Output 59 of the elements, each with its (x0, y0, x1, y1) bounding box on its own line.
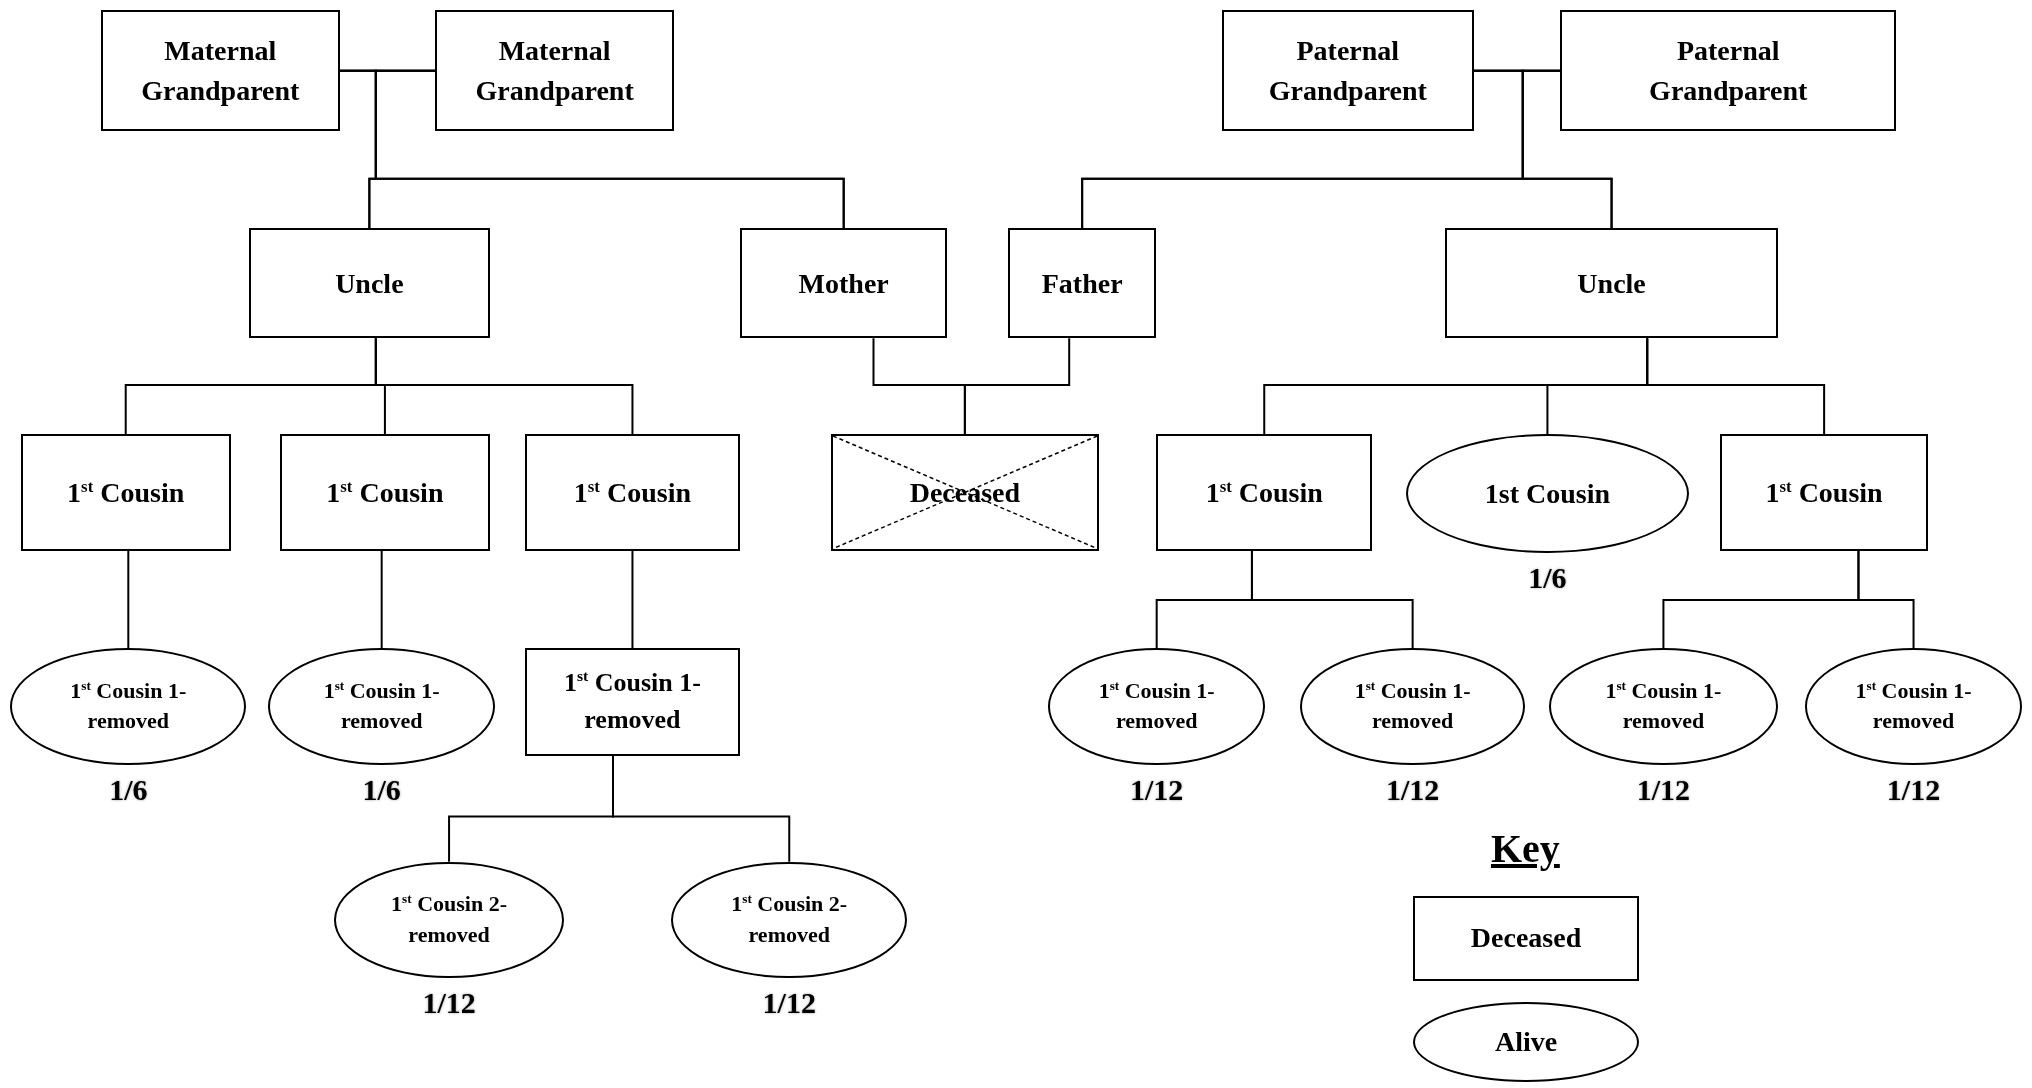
person-box (435, 10, 674, 131)
person-box (524, 648, 740, 756)
person-label: 1$^{st}$ Cousin (1204, 475, 1324, 510)
person-label: Uncle (334, 266, 405, 301)
family-line (612, 754, 791, 863)
person-box (524, 434, 740, 551)
person-label: 1$^{st}$ Cousin 1-removed (1097, 676, 1216, 736)
person-box (1445, 228, 1779, 339)
person-box (20, 434, 231, 551)
person-box (1156, 434, 1373, 551)
share-fraction: 1/6 (1528, 561, 1567, 596)
family-line (380, 549, 383, 649)
person-label: 1$^{st}$ Cousin (325, 475, 445, 510)
person-box (740, 228, 948, 339)
person-box (279, 434, 490, 551)
family-line (963, 337, 1071, 436)
share-fraction: 1/12 (422, 986, 476, 1021)
share-fraction: 1/12 (1886, 772, 1941, 807)
share-fraction: 1/12 (1130, 772, 1184, 807)
legend-label: Deceased (1470, 922, 1582, 955)
person-box (101, 10, 340, 131)
person-label: 1$^{st}$ Cousin 1-removed (1854, 676, 1973, 736)
family-line (374, 337, 634, 436)
person-label: 1$^{st}$ Cousin 1-removed (322, 676, 441, 736)
family-line (1857, 549, 1915, 649)
person-box (248, 228, 490, 339)
share-fraction: 1/6 (362, 772, 401, 807)
person-label: 1$^{st}$ Cousin 1-removed (1353, 676, 1472, 736)
person-label: Paternal Grandparent (1267, 34, 1428, 108)
person-label: 1$^{st}$ Cousin 2-removed (390, 890, 508, 950)
person-box (1560, 10, 1897, 131)
family-line (1250, 549, 1414, 649)
person-label: 1$^{st}$ Cousin 1-removed (1604, 676, 1723, 736)
person-label: Mother (797, 266, 890, 301)
person-label: Uncle (1576, 266, 1647, 301)
person-label: Paternal Grandparent (1648, 34, 1809, 108)
person-label: 1$^{st}$ Cousin 2-removed (730, 890, 849, 950)
share-fraction: 1/6 (109, 772, 148, 807)
legend-label: Alive (1494, 1025, 1558, 1058)
person-label: Maternal Grandparent (140, 34, 301, 108)
key-heading: Key (1490, 824, 1560, 872)
family-line (1521, 69, 1613, 230)
family-line (127, 549, 130, 649)
family-line (631, 549, 634, 649)
share-fraction: 1/12 (1636, 772, 1691, 807)
person-label: 1$^{st}$ Cousin (1764, 475, 1884, 510)
share-fraction: 1/12 (1385, 772, 1440, 807)
person-label: 1$^{st}$ Cousin (572, 475, 692, 510)
person-label: Maternal Grandparent (474, 34, 635, 108)
person-label: 1$^{st}$ Cousin (66, 475, 186, 510)
person-label: 1$^{st}$ Cousin 1-removed (562, 666, 702, 736)
person-box (1719, 434, 1929, 551)
person-label: 1st Cousin (1483, 477, 1612, 512)
person-box (1222, 10, 1474, 131)
share-fraction: 1/12 (762, 986, 816, 1021)
person-box (1008, 228, 1156, 339)
family-line (1646, 337, 1826, 436)
person-label: Father (1040, 266, 1124, 301)
person-label: 1$^{st}$ Cousin 1-removed (69, 676, 188, 736)
